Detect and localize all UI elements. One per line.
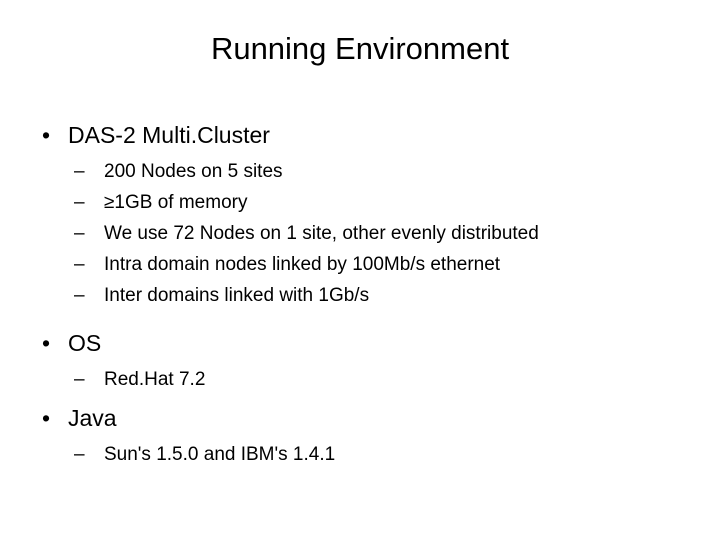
list-item: – Red.Hat 7.2 (0, 364, 720, 395)
sublist-java: – Sun's 1.5.0 and IBM's 1.4.1 (0, 439, 720, 470)
sublist-das2: – 200 Nodes on 5 sites – ≥1GB of memory … (0, 156, 720, 311)
dash-glyph-icon: – (74, 444, 85, 465)
spacer (0, 311, 720, 328)
list-item: – We use 72 Nodes on 1 site, other evenl… (0, 218, 720, 249)
list-item: – ≥1GB of memory (0, 187, 720, 218)
bullet-item-java: • Java (0, 403, 720, 433)
list-item: – Inter domains linked with 1Gb/s (0, 280, 720, 311)
bullet-label-java: Java (68, 405, 117, 431)
sublist-os: – Red.Hat 7.2 (0, 364, 720, 395)
spacer (0, 395, 720, 403)
list-item-label: Intra domain nodes linked by 100Mb/s eth… (104, 254, 501, 275)
bullet-label-os: OS (68, 330, 102, 356)
bullet-glyph-icon: • (42, 122, 51, 148)
list-item-label: We use 72 Nodes on 1 site, other evenly … (104, 223, 539, 244)
bullet-glyph-icon: • (42, 405, 51, 431)
list-item: – Sun's 1.5.0 and IBM's 1.4.1 (0, 439, 720, 470)
list-item-label: Inter domains linked with 1Gb/s (104, 285, 370, 306)
bullet-item-das2: • DAS-2 Multi.Cluster (0, 120, 720, 150)
dash-glyph-icon: – (74, 161, 85, 182)
dash-glyph-icon: – (74, 254, 85, 275)
dash-glyph-icon: – (74, 223, 85, 244)
dash-glyph-icon: – (74, 369, 85, 390)
dash-glyph-icon: – (74, 285, 85, 306)
slide-body: • DAS-2 Multi.Cluster – 200 Nodes on 5 s… (0, 120, 720, 470)
bullet-label-das2: DAS-2 Multi.Cluster (68, 122, 270, 148)
bullet-item-os: • OS (0, 328, 720, 358)
bullet-glyph-icon: • (42, 330, 51, 356)
list-item-label: Red.Hat 7.2 (104, 369, 206, 390)
page-title: Running Environment (210, 31, 510, 66)
list-item: – 200 Nodes on 5 sites (0, 156, 720, 187)
list-item-label: 200 Nodes on 5 sites (104, 161, 283, 182)
dash-glyph-icon: – (74, 192, 85, 213)
list-item-label: ≥1GB of memory (104, 192, 248, 213)
list-item: – Intra domain nodes linked by 100Mb/s e… (0, 249, 720, 280)
list-item-label: Sun's 1.5.0 and IBM's 1.4.1 (104, 444, 336, 465)
